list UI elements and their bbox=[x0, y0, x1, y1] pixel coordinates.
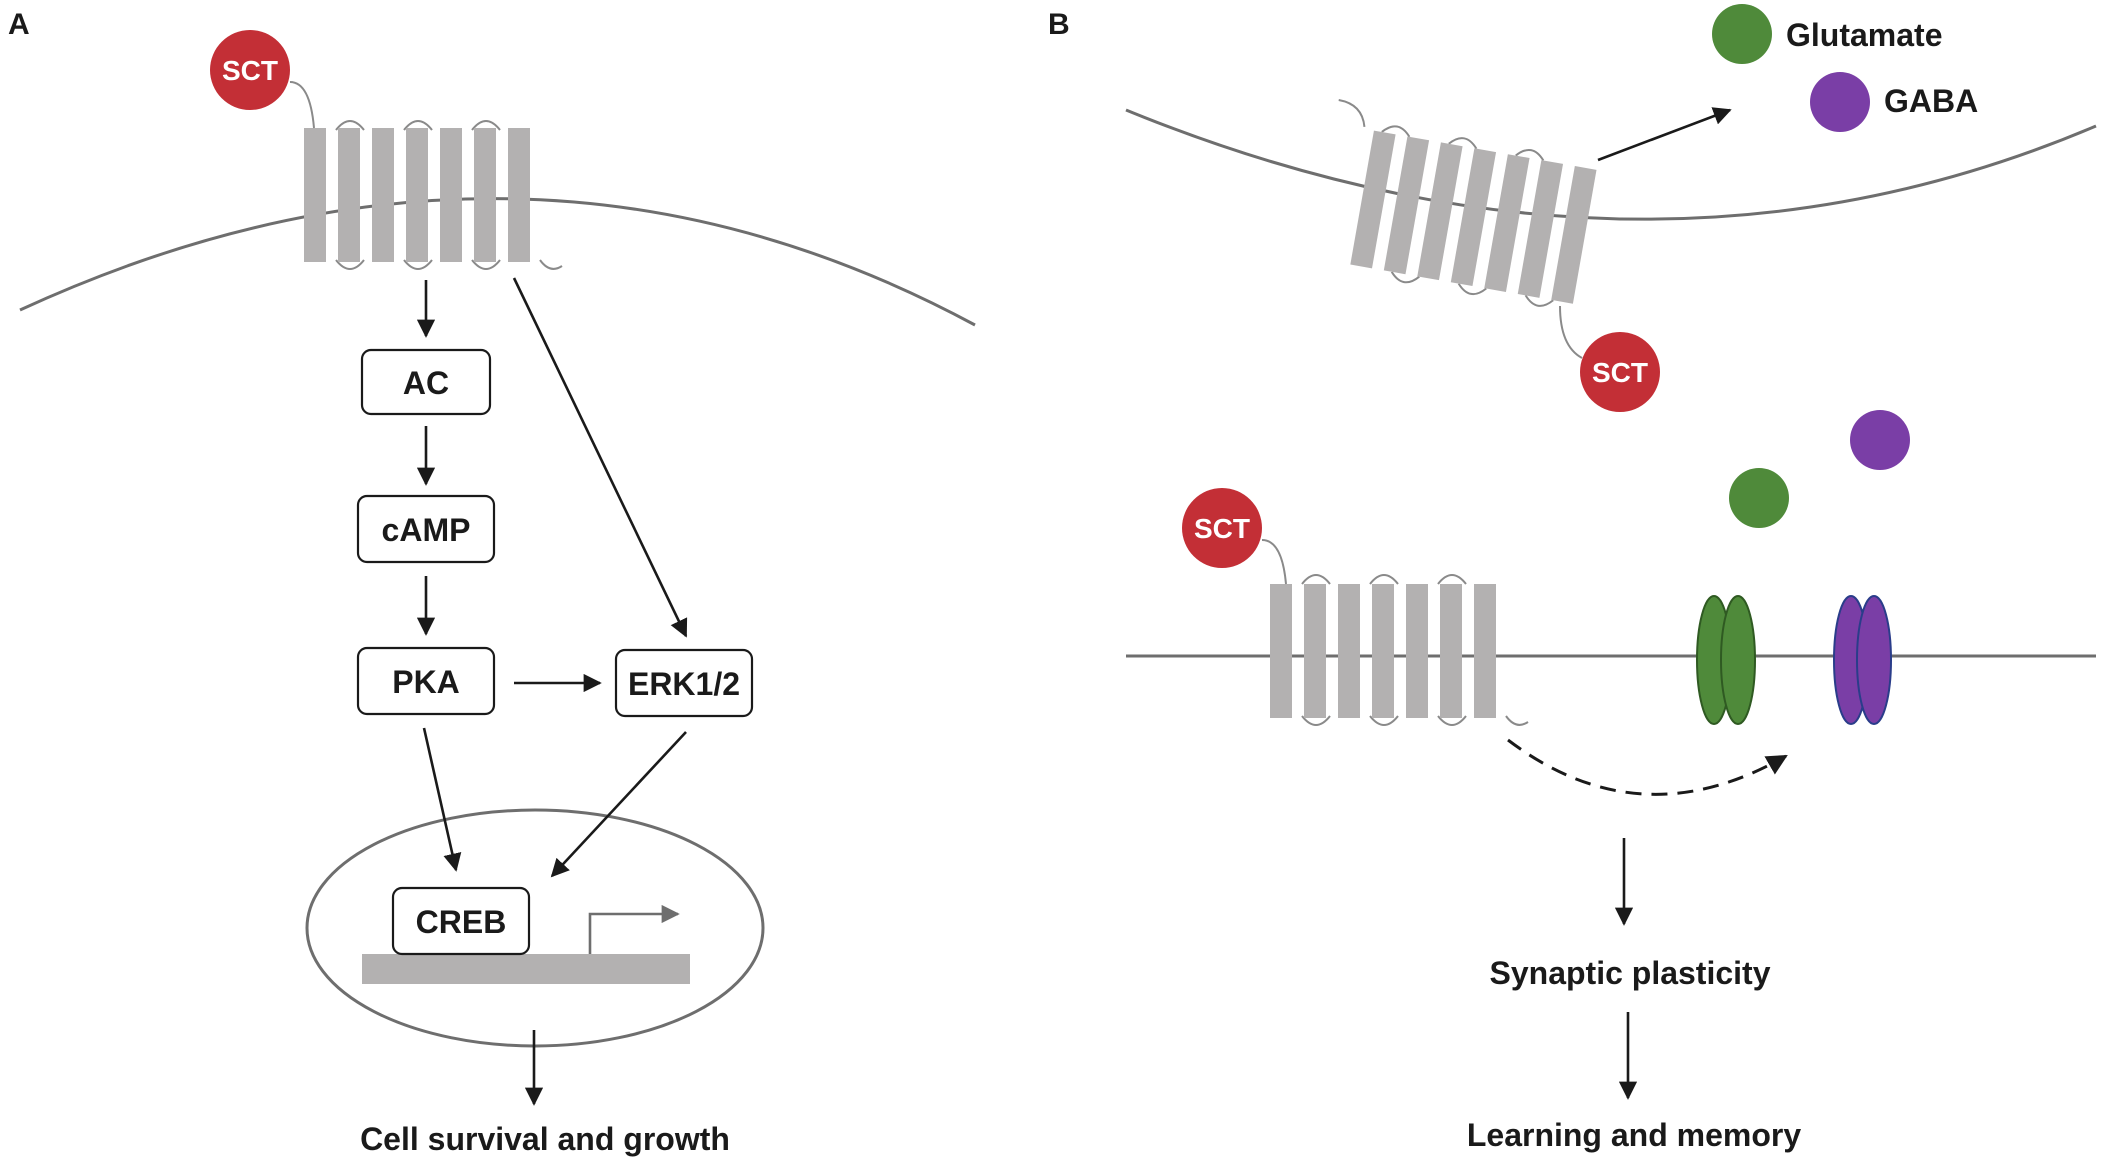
ligand-tether-b-pre bbox=[1559, 305, 1583, 359]
glutamate-receptor-channel-icon bbox=[1696, 595, 1756, 725]
outcome-a: Cell survival and growth bbox=[360, 1121, 730, 1157]
arrow-erk-to-creb bbox=[550, 731, 687, 878]
sct-ligand-a-icon: SCT bbox=[210, 30, 290, 110]
outcome-b1: Synaptic plasticity bbox=[1490, 955, 1771, 991]
ligand-tether-b-post bbox=[1261, 539, 1287, 585]
ac-node: AC bbox=[360, 348, 492, 416]
erk-node: ERK1/2 bbox=[614, 648, 754, 718]
outcome-b2: Learning and memory bbox=[1467, 1117, 1802, 1153]
ac-label: AC bbox=[403, 365, 449, 401]
gaba-label: GABA bbox=[1884, 83, 1978, 119]
ligand-tether-a bbox=[289, 81, 315, 129]
glutamate-molecule-icon bbox=[1729, 468, 1789, 528]
glutamate-label: Glutamate bbox=[1786, 17, 1942, 53]
pka-label: PKA bbox=[392, 664, 460, 700]
panel-a-label: A bbox=[8, 8, 30, 41]
gaba-molecule-icon bbox=[1850, 410, 1910, 470]
sct-label-b-pre: SCT bbox=[1592, 357, 1648, 388]
creb-node: CREB bbox=[391, 886, 531, 956]
presynaptic-membrane bbox=[1125, 108, 2097, 221]
sct-ligand-b-pre-icon: SCT bbox=[1580, 332, 1660, 412]
panel-b-label: B bbox=[1048, 8, 1070, 41]
creb-label: CREB bbox=[416, 904, 507, 940]
nucleus bbox=[305, 808, 765, 1048]
transcription-start-arrow bbox=[588, 904, 680, 954]
dashed-modulation-arrow bbox=[1507, 738, 1788, 796]
arrow-release bbox=[1597, 107, 1732, 162]
presynaptic-receptor-icon bbox=[1338, 99, 1597, 307]
arrow-receptor-to-erk bbox=[512, 277, 688, 638]
glutamate-legend-icon bbox=[1712, 4, 1772, 64]
sct-label-b-post: SCT bbox=[1194, 513, 1250, 544]
arrow-pka-to-creb bbox=[422, 727, 462, 872]
camp-label: cAMP bbox=[382, 512, 471, 548]
sct-label-a: SCT bbox=[222, 55, 278, 86]
erk-label: ERK1/2 bbox=[628, 666, 740, 702]
postsynaptic-receptor-icon bbox=[1270, 574, 1529, 726]
gaba-legend-icon bbox=[1810, 72, 1870, 132]
camp-node: cAMP bbox=[356, 494, 496, 564]
dna-strand bbox=[362, 954, 690, 984]
sct-ligand-b-post-icon: SCT bbox=[1182, 488, 1262, 568]
pka-node: PKA bbox=[356, 646, 496, 716]
receptor-a-icon bbox=[304, 120, 563, 270]
gaba-receptor-channel-icon bbox=[1833, 595, 1892, 725]
